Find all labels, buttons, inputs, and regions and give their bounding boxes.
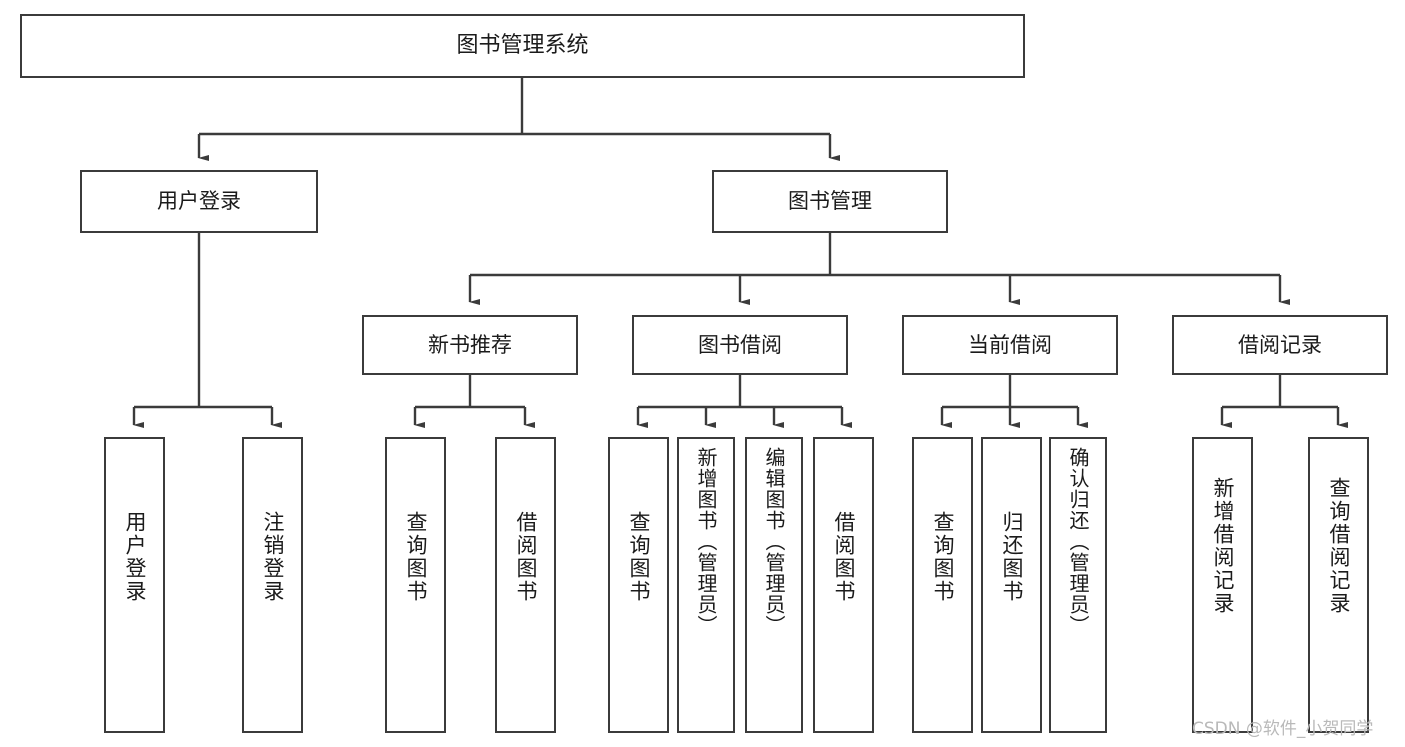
leaf-new-book-borrow[interactable]: 借阅图书 [495,437,556,733]
node-borrow-record-label: 借阅记录 [1238,332,1322,357]
leaf-current-borrow-query[interactable]: 查询图书 [912,437,973,733]
leaf-new-book-borrow-label: 借阅图书 [514,511,538,603]
node-user-login-label: 用户登录 [157,189,241,214]
leaf-book-borrow-add[interactable]: 新增图书（管理员） [677,437,735,733]
leaf-user-login-login-label: 用户登录 [123,511,147,603]
leaf-current-borrow-return[interactable]: 归还图书 [981,437,1042,733]
node-user-login[interactable]: 用户登录 [80,170,318,233]
node-book-management-label: 图书管理 [788,189,872,214]
leaf-user-login-login[interactable]: 用户登录 [104,437,165,733]
leaf-current-borrow-return-label: 归还图书 [1000,511,1024,603]
leaf-user-login-logout[interactable]: 注销登录 [242,437,303,733]
leaf-new-book-query-label: 查询图书 [404,511,428,603]
leaf-book-borrow-edit-label: 编辑图书（管理员） [762,447,786,636]
leaf-borrow-record-query-label: 查询借阅记录 [1327,477,1351,615]
leaf-book-borrow-query-label: 查询图书 [627,511,651,603]
leaf-book-borrow-query[interactable]: 查询图书 [608,437,669,733]
leaf-borrow-record-query[interactable]: 查询借阅记录 [1308,437,1369,733]
node-current-borrow-label: 当前借阅 [968,332,1052,357]
leaf-book-borrow-add-label: 新增图书（管理员） [694,447,718,636]
node-new-book-recommend[interactable]: 新书推荐 [362,315,578,375]
node-current-borrow[interactable]: 当前借阅 [902,315,1118,375]
leaf-book-borrow-borrow-label: 借阅图书 [832,511,856,603]
node-root-label: 图书管理系统 [456,33,589,59]
leaf-book-borrow-edit[interactable]: 编辑图书（管理员） [745,437,803,733]
leaf-user-login-logout-label: 注销登录 [261,511,285,603]
leaf-borrow-record-add[interactable]: 新增借阅记录 [1192,437,1253,733]
leaf-book-borrow-borrow[interactable]: 借阅图书 [813,437,874,733]
leaf-borrow-record-add-label: 新增借阅记录 [1211,477,1235,615]
watermark: CSDN @软件_小贺同学 [1192,719,1374,739]
leaf-new-book-query[interactable]: 查询图书 [385,437,446,733]
leaf-current-borrow-confirm-label: 确认归还（管理员） [1066,447,1090,636]
node-root[interactable]: 图书管理系统 [20,14,1025,78]
leaf-current-borrow-query-label: 查询图书 [931,511,955,603]
node-book-management[interactable]: 图书管理 [712,170,948,233]
node-borrow-record[interactable]: 借阅记录 [1172,315,1388,375]
node-book-borrow[interactable]: 图书借阅 [632,315,848,375]
leaf-current-borrow-confirm[interactable]: 确认归还（管理员） [1049,437,1107,733]
node-book-borrow-label: 图书借阅 [698,332,782,357]
node-new-book-recommend-label: 新书推荐 [428,332,512,357]
